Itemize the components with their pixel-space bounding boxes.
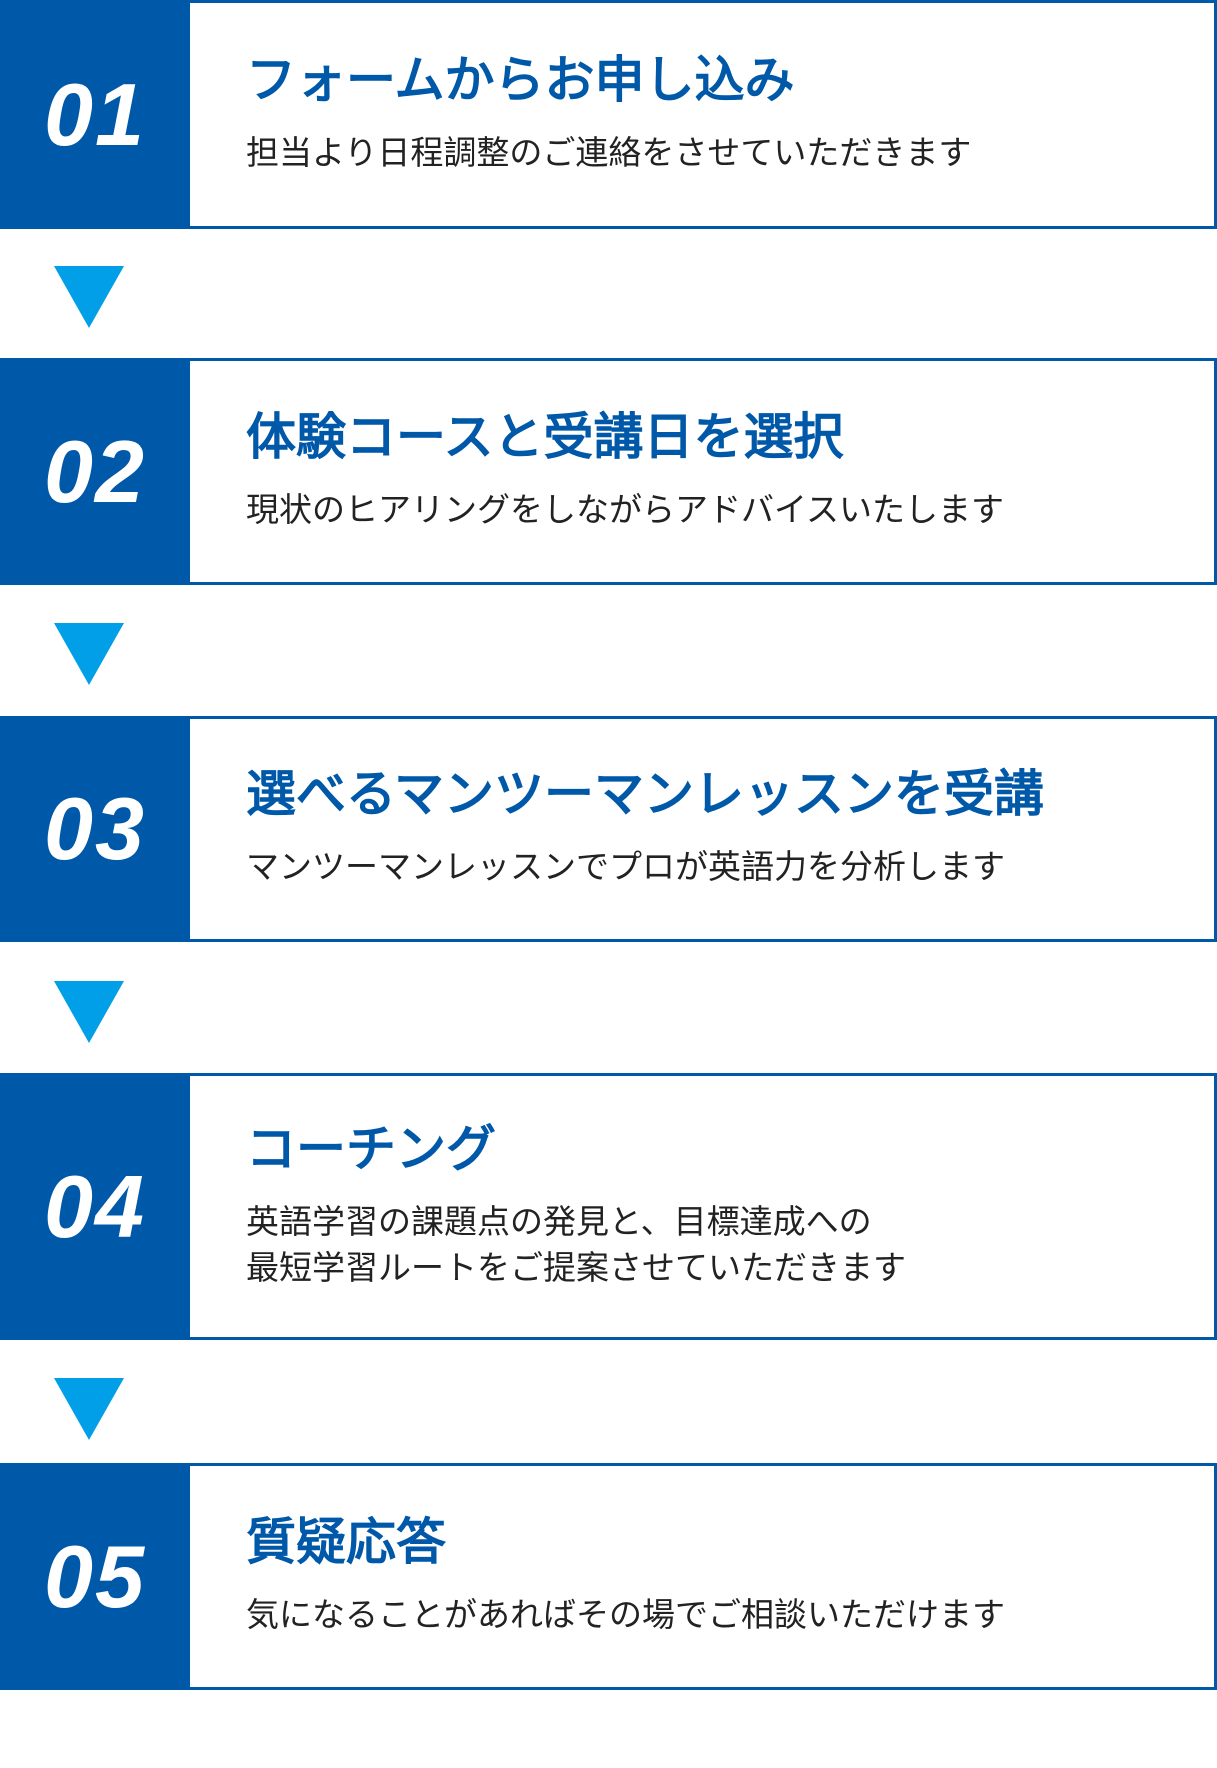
step-title: 選べるマンツーマンレッスンを受講 <box>246 765 1044 824</box>
step-description: 担当より日程調整のご連絡をさせていただきます <box>246 132 972 172</box>
step-title: コーチング <box>246 1119 496 1178</box>
step-3: 03 選べるマンツーマンレッスンを受講 マンツーマンレッスンでプロが英語力を分析… <box>0 716 1217 942</box>
step-1: 01 フォームからお申し込み 担当より日程調整のご連絡をさせていただきます <box>0 0 1217 229</box>
step-4: 04 コーチング 英語学習の課題点の発見と、目標達成への 最短学習ルートをご提案… <box>0 1073 1217 1340</box>
step-number: 05 <box>0 1463 190 1690</box>
step-title: フォームからお申し込み <box>246 50 795 109</box>
step-title: 体験コースと受講日を選択 <box>246 407 844 466</box>
arrow-down-icon <box>54 1378 124 1440</box>
arrow-down-icon <box>54 266 124 328</box>
step-5: 05 質疑応答 気になることがあればその場でご相談いただけます <box>0 1463 1217 1690</box>
step-number: 01 <box>0 0 190 229</box>
step-2: 02 体験コースと受講日を選択 現状のヒアリングをしながらアドバイスいたします <box>0 358 1217 585</box>
step-description: マンツーマンレッスンでプロが英語力を分析します <box>246 847 1005 887</box>
step-title: 質疑応答 <box>246 1512 446 1571</box>
arrow-down-icon <box>54 623 124 685</box>
step-description: 英語学習の課題点の発見と、目標達成への 最短学習ルートをご提案させていただきます <box>246 1201 906 1287</box>
step-number: 02 <box>0 358 190 585</box>
step-description: 気になることがあればその場でご相談いただけます <box>246 1594 1005 1634</box>
step-number: 03 <box>0 716 190 942</box>
arrow-down-icon <box>54 981 124 1043</box>
step-description: 現状のヒアリングをしながらアドバイスいたします <box>246 489 1005 529</box>
step-number: 04 <box>0 1073 190 1340</box>
